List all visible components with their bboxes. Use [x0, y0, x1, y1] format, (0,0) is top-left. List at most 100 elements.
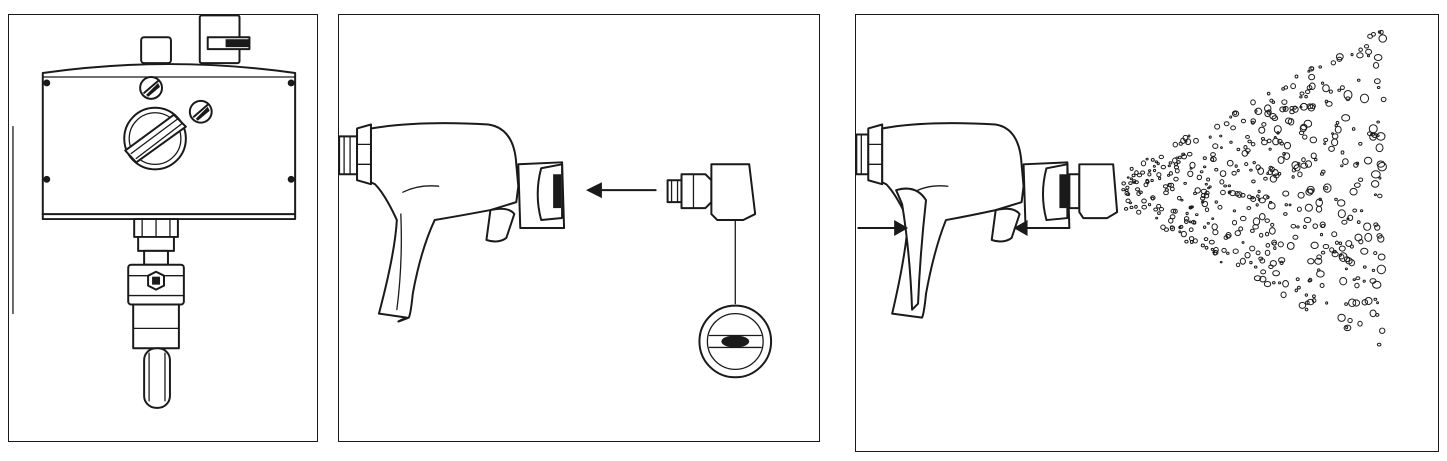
spray-droplet	[1125, 192, 1131, 197]
spray-droplet	[1334, 123, 1338, 128]
spray-droplet	[1309, 103, 1316, 109]
spray-droplet	[1236, 168, 1240, 173]
spray-droplets-icon	[1121, 29, 1387, 347]
spray-droplet	[1134, 204, 1138, 209]
spray-droplet	[1354, 233, 1363, 242]
spray-droplet	[1207, 186, 1211, 190]
spray-droplet	[1352, 278, 1356, 281]
spray-droplet	[1375, 143, 1384, 153]
spray-droplet	[1156, 162, 1160, 166]
spray-droplet	[1338, 241, 1343, 246]
spray-droplet	[1322, 84, 1330, 93]
spray-droplet	[1372, 280, 1382, 289]
spray-droplet	[1252, 217, 1261, 226]
spray-droplet	[1316, 254, 1322, 260]
spray-droplet	[1281, 99, 1288, 105]
spray-droplet	[1204, 207, 1210, 213]
spray-droplet	[1129, 205, 1134, 210]
spray-droplet	[1380, 96, 1387, 103]
spray-droplet	[1331, 132, 1335, 135]
spray-droplet	[1325, 101, 1333, 107]
spray-droplet	[1140, 170, 1146, 175]
spray-mode-icon-right	[188, 99, 213, 124]
spray-droplet	[1128, 201, 1133, 205]
spray-droplet	[1129, 166, 1134, 171]
spray-droplet	[1128, 181, 1133, 186]
spray-droplet	[1355, 161, 1360, 166]
spray-droplet	[1258, 126, 1266, 134]
spray-droplet	[1183, 216, 1190, 222]
spray-droplet	[1343, 324, 1352, 332]
spray-droplet	[1284, 203, 1288, 207]
spray-droplet	[1258, 232, 1264, 238]
spray-droplet	[1172, 141, 1178, 148]
spray-droplet	[1341, 114, 1351, 122]
spray-droplet	[1376, 85, 1381, 89]
spray-droplet	[1264, 104, 1272, 113]
spray-droplet	[1271, 115, 1279, 122]
spray-droplet	[1299, 91, 1305, 96]
spray-droplet	[1273, 125, 1282, 134]
spray-droplet	[1282, 190, 1290, 197]
spray-droplet	[1297, 171, 1303, 178]
spray-droplet	[1194, 213, 1199, 217]
spray-droplet	[1282, 106, 1287, 111]
spray-droplet	[1262, 194, 1270, 200]
spray-droplet	[1249, 245, 1256, 252]
spray-droplet	[1241, 149, 1249, 157]
spray-droplet	[1177, 155, 1182, 160]
spray-droplet	[1243, 145, 1248, 150]
spray-droplet	[1136, 173, 1143, 178]
lower-fittings	[127, 218, 185, 409]
spray-droplet	[1169, 186, 1175, 192]
spray-droplet	[1363, 156, 1373, 165]
valve-unit-drawing	[12, 15, 297, 409]
left-arrow-icon	[1013, 220, 1065, 236]
spray-droplet	[1227, 184, 1232, 188]
spray-droplet	[1272, 281, 1276, 285]
spray-droplet	[1192, 238, 1198, 244]
spray-droplet	[1217, 204, 1223, 210]
spray-droplet	[1234, 230, 1241, 237]
spray-droplet	[1337, 209, 1346, 219]
spray-droplet	[1358, 141, 1363, 146]
spray-droplet	[1163, 190, 1169, 196]
spray-droplet	[1266, 91, 1271, 96]
spray-droplet	[1363, 222, 1372, 231]
spray-droplet	[1152, 168, 1157, 173]
spray-droplet	[1200, 193, 1206, 199]
spray-droplet	[1193, 137, 1199, 144]
spray-droplet	[1316, 270, 1325, 278]
spray-droplet	[1305, 188, 1314, 196]
spray-droplet	[1184, 239, 1189, 244]
spray-droplet	[1304, 307, 1309, 312]
spray-droplet	[1180, 230, 1187, 238]
spray-operation-panel	[855, 14, 1439, 452]
spray-droplet	[1172, 157, 1178, 164]
spray-droplet	[1294, 74, 1299, 79]
spray-droplet	[1256, 194, 1260, 198]
spray-droplet	[1264, 231, 1270, 237]
spray-droplet	[1246, 206, 1252, 211]
spray-droplet	[1286, 241, 1295, 250]
spray-droplet	[1186, 151, 1193, 157]
spray-droplet	[1321, 169, 1326, 174]
spray-droplet	[1188, 220, 1192, 224]
spray-droplet	[1273, 246, 1277, 251]
spray-droplet	[1370, 132, 1375, 137]
spray-droplet	[1173, 176, 1179, 182]
spray-droplet	[1277, 241, 1284, 248]
spray-operation-drawing	[856, 29, 1387, 347]
spray-droplet	[1267, 202, 1276, 210]
top-fittings	[140, 15, 251, 65]
spray-droplet	[1189, 161, 1196, 169]
spray-droplet	[1225, 232, 1232, 239]
spray-droplet	[1283, 212, 1288, 216]
spray-droplet	[1247, 194, 1252, 200]
spray-droplet	[1355, 276, 1361, 281]
spray-droplet	[1121, 188, 1126, 192]
spray-droplet	[1131, 173, 1136, 178]
spray-droplet	[1304, 89, 1311, 95]
nozzle-insertion-panel	[338, 14, 820, 442]
